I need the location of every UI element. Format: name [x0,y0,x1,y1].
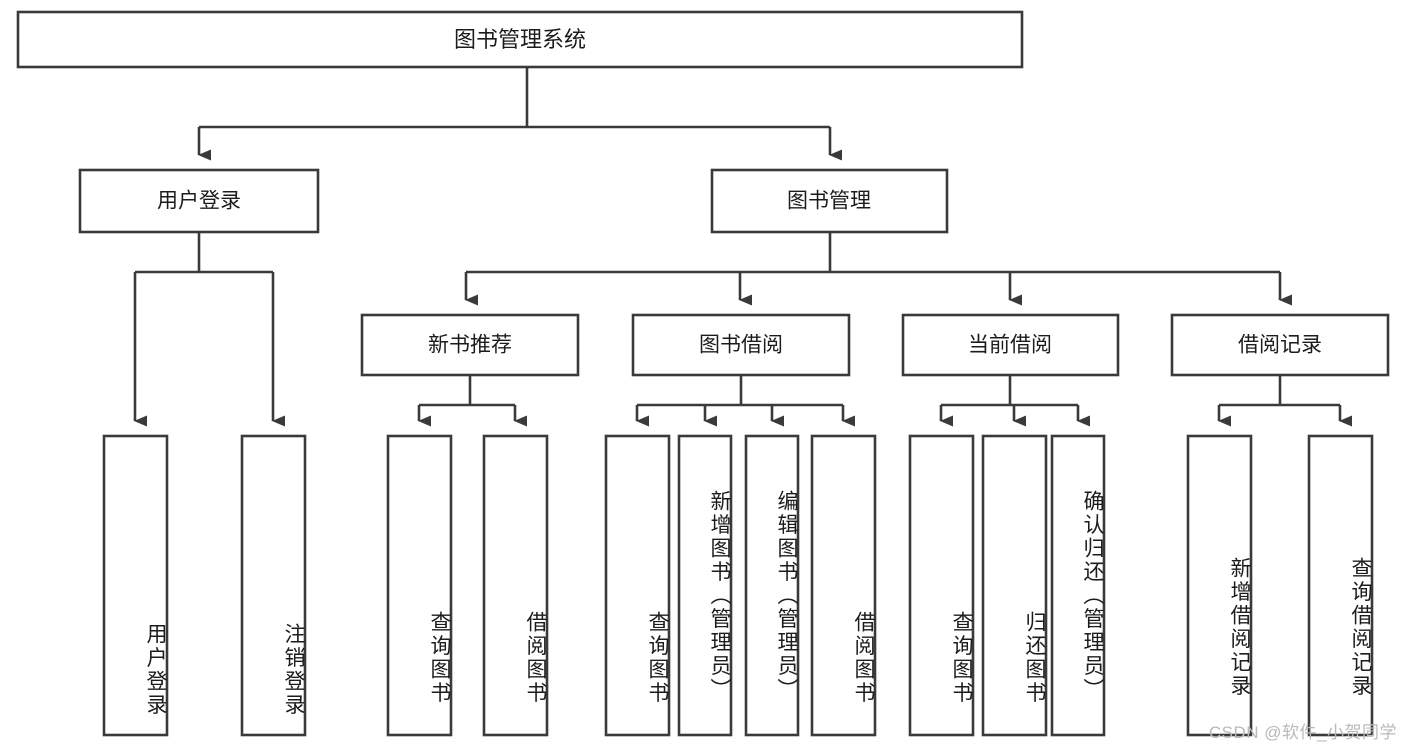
node-borrow-record[interactable]: 借阅记录 [1170,313,1390,377]
node-leaf-add-record-box[interactable] [1186,434,1253,737]
node-leaf-borrow-book-2-box[interactable] [810,434,877,737]
node-user-login-label: 用户登录 [157,190,241,213]
node-new-book-rec[interactable]: 新书推荐 [360,313,580,377]
node-book-borrow-box[interactable] [631,313,851,377]
node-leaf-query-book-2-box[interactable] [604,434,671,737]
node-new-book-rec-label: 新书推荐 [428,334,512,357]
node-book-manage-box[interactable] [710,168,949,234]
node-leaf-borrow-book-1-box[interactable] [482,434,549,737]
node-leaf-return-book-box[interactable] [981,434,1048,737]
node-leaf-confirm-return-box[interactable] [1050,434,1106,737]
node-new-book-rec-box[interactable] [360,313,580,377]
node-leaf-edit-book-box[interactable] [744,434,800,737]
node-book-borrow-label: 图书借阅 [699,334,783,357]
node-user-login[interactable]: 用户登录 [78,168,320,234]
leaf-box-layer [102,434,1374,737]
node-current-borrow[interactable]: 当前借阅 [901,313,1120,377]
node-root-system-label: 图书管理系统 [454,27,586,52]
node-borrow-record-label: 借阅记录 [1238,334,1322,357]
node-current-borrow-box[interactable] [901,313,1120,377]
node-leaf-query-book-3-box[interactable] [908,434,975,737]
node-root-system-box[interactable] [16,10,1024,69]
node-leaf-user-login-box[interactable] [102,434,169,737]
node-leaf-logout-box[interactable] [240,434,307,737]
connector-layer [133,67,1352,427]
node-book-manage-label: 图书管理 [787,190,871,213]
node-leaf-add-book-box[interactable] [677,434,733,737]
csdn-watermark: CSDN @软件_小贺同学 [1208,723,1397,742]
node-leaf-query-book-1-box[interactable] [386,434,453,737]
node-user-login-box[interactable] [78,168,320,234]
node-current-borrow-label: 当前借阅 [968,334,1052,357]
node-root-system[interactable]: 图书管理系统 [16,10,1024,69]
node-book-manage[interactable]: 图书管理 [710,168,949,234]
node-leaf-query-record-box[interactable] [1307,434,1374,737]
node-borrow-record-box[interactable] [1170,313,1390,377]
node-book-borrow[interactable]: 图书借阅 [631,313,851,377]
